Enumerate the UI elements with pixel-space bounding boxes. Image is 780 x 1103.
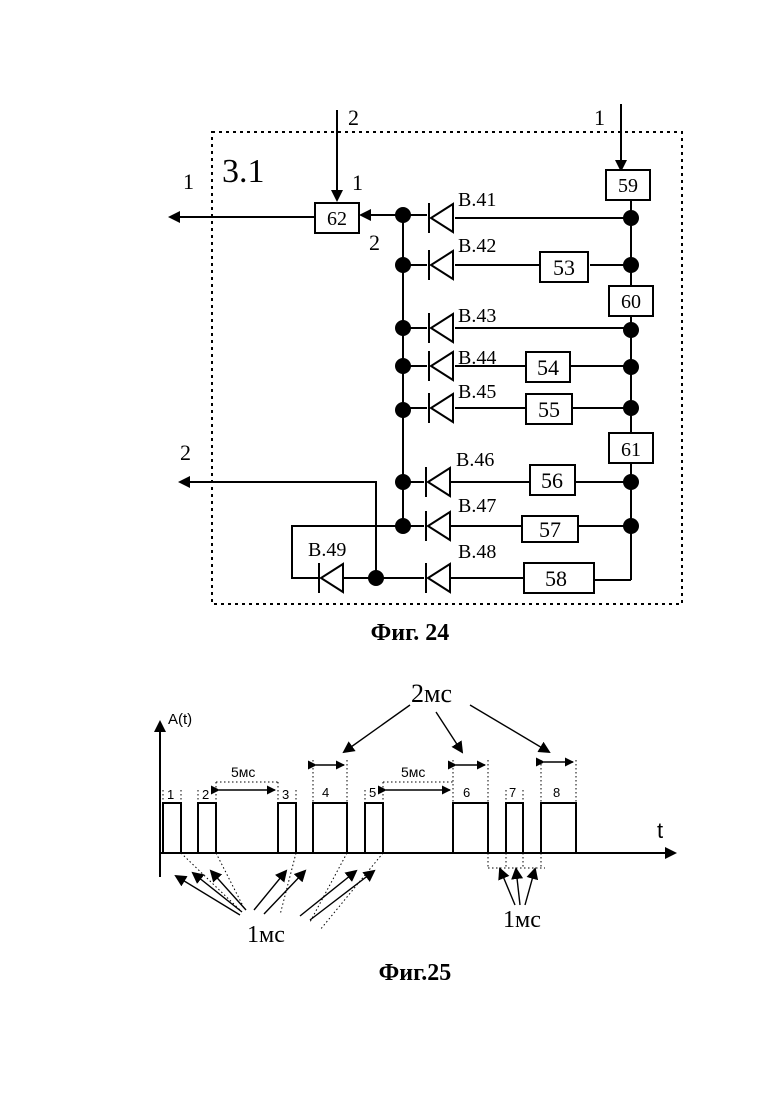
- fig25-timing: A(t) t 1 2 3 4 5 6 7 8: [160, 679, 675, 986]
- pointer-1ms-r2: [516, 869, 520, 905]
- diode-48: [426, 563, 450, 593]
- pointer-1ms-5: [264, 871, 305, 914]
- block62-pin2-label: 2: [369, 230, 380, 255]
- fig24-caption: Фиг. 24: [371, 620, 450, 646]
- diode-45-label: B.45: [458, 381, 496, 403]
- diode-43-label: B.43: [458, 305, 496, 327]
- pulse-5: [365, 803, 383, 853]
- fig24-circuit: 3.1 2 1 1 1 62 2 59 60 61: [170, 104, 682, 646]
- diode-42-label: B.42: [458, 235, 496, 257]
- pulse-5-number: 5: [369, 785, 376, 800]
- pulse-6: [453, 803, 488, 853]
- pointer-1ms-6: [300, 871, 356, 916]
- block-62-label: 62: [327, 208, 347, 230]
- pointer-2ms-c: [470, 705, 549, 752]
- diode-47: [426, 511, 450, 541]
- gap-5ms-label-1: 5мс: [231, 764, 255, 780]
- pulse-train: [163, 803, 576, 853]
- block-boundary: [212, 132, 682, 604]
- diode-49-label: B.49: [308, 539, 346, 561]
- fig25-caption: Фиг.25: [379, 960, 452, 986]
- block-61-label: 61: [621, 439, 641, 461]
- pulse-4: [313, 803, 347, 853]
- output-1-label: 1: [183, 169, 194, 194]
- block-59-label: 59: [618, 175, 638, 197]
- pointer-1ms-r3: [525, 869, 535, 905]
- diode-44-label: B.44: [458, 347, 496, 369]
- y-axis-label: A(t): [168, 711, 192, 728]
- output-2-line: [180, 482, 376, 578]
- diode-41-label: B.41: [458, 189, 496, 211]
- diode-49: [319, 563, 343, 593]
- pulse-3-number: 3: [282, 787, 289, 802]
- input-1-label: 1: [594, 105, 605, 130]
- diode-44: [429, 351, 453, 381]
- pulse-6-number: 6: [463, 785, 470, 800]
- gap-5ms-label-2: 5мс: [401, 764, 425, 780]
- pulse-1: [163, 803, 181, 853]
- block-53-label: 53: [553, 255, 575, 280]
- pulse-3: [278, 803, 296, 853]
- label-1ms-left: 1мс: [247, 922, 285, 948]
- pulse-2-number: 2: [202, 787, 209, 802]
- pointer-1ms-4: [254, 871, 286, 910]
- diode-46: [426, 467, 450, 497]
- junction-dots: [368, 207, 639, 586]
- pulse-7: [506, 803, 523, 853]
- label-1ms-right: 1мс: [503, 907, 541, 933]
- diode-48-label: B.48: [458, 541, 496, 563]
- block-label: 3.1: [222, 153, 265, 190]
- pulse-8: [541, 803, 576, 853]
- diode-42: [429, 250, 453, 280]
- pulse-4-number: 4: [322, 785, 329, 800]
- pointer-2ms-b: [436, 712, 462, 752]
- pulse-1-number: 1: [167, 787, 174, 802]
- pulse-8-number: 8: [553, 785, 560, 800]
- block-56-label: 56: [541, 468, 563, 493]
- block-58-label: 58: [545, 566, 567, 591]
- label-2ms: 2мс: [411, 679, 452, 708]
- block-57-label: 57: [539, 517, 561, 542]
- pointer-1ms-r1: [500, 869, 515, 905]
- diode-46-label: B.46: [456, 449, 494, 471]
- block62-pin1-label: 1: [352, 170, 363, 195]
- diode-41: [429, 203, 453, 233]
- pointer-1ms-3: [211, 871, 246, 910]
- block-60-label: 60: [621, 291, 641, 313]
- pointer-2ms-a: [344, 705, 410, 752]
- pointer-1ms-7: [310, 871, 374, 920]
- output-2-label: 2: [180, 440, 191, 465]
- input-2-label: 2: [348, 105, 359, 130]
- diode-43: [429, 313, 453, 343]
- x-axis-label: t: [657, 818, 663, 843]
- diode-47-label: B.47: [458, 495, 496, 517]
- block-54-label: 54: [537, 355, 559, 380]
- block-55-label: 55: [538, 397, 560, 422]
- pulse-2: [198, 803, 216, 853]
- pulse-7-number: 7: [509, 785, 516, 800]
- diode-45: [429, 393, 453, 423]
